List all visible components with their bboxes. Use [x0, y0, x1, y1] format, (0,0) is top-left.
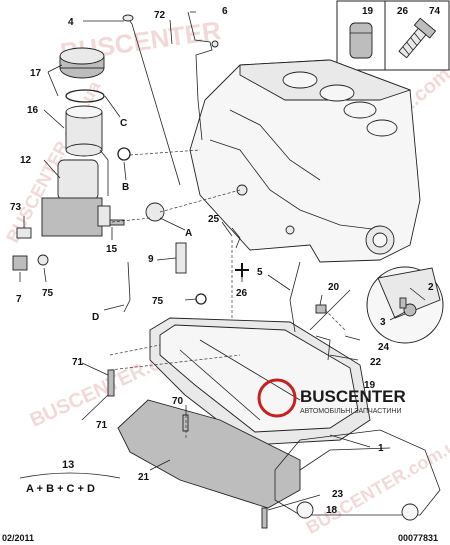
callout-7: 7	[16, 294, 22, 305]
sensor-73	[16, 227, 32, 239]
callout-d: D	[92, 312, 99, 323]
inset-label-26: 26	[397, 6, 409, 17]
engine-block	[189, 59, 421, 263]
hose-d	[123, 261, 131, 313]
callout-71-top: 71	[72, 357, 84, 368]
o-ring-seal	[65, 89, 105, 103]
callout-73: 73	[10, 202, 22, 213]
buscenter-logo: BUSCENTER АВТОМОБІЛЬНІ ЗАПЧАСТИНИ	[257, 378, 406, 418]
callout-labels: 4 72 6 17 C 16 12 B 73 15 A 25 9 5 20 2 …	[10, 6, 434, 516]
breather-pipe-5	[289, 261, 301, 333]
kit-formula: 13 A + B + C + D	[19, 459, 121, 495]
kit-number: 13	[62, 459, 74, 471]
callout-20: 20	[328, 282, 340, 293]
bolt-70	[182, 414, 189, 432]
callout-23: 23	[332, 489, 344, 500]
inset-fasteners-box: 19 26 74	[336, 0, 450, 71]
callout-5: 5	[257, 267, 263, 278]
oil-filter-housing	[41, 149, 111, 237]
plus-marker-icon	[235, 263, 249, 277]
callout-a: A	[185, 228, 192, 239]
callout-b: B	[122, 182, 129, 193]
inset-label-19: 19	[362, 6, 374, 17]
callout-26: 26	[236, 288, 248, 299]
bracket-22	[315, 335, 331, 361]
seal-washer-75	[37, 254, 49, 266]
callout-6: 6	[222, 6, 228, 17]
callout-1: 1	[378, 443, 384, 454]
callout-17: 17	[30, 68, 42, 79]
callout-72: 72	[154, 10, 166, 21]
callout-16: 16	[27, 105, 39, 116]
dipstick	[122, 14, 181, 186]
seal-ring-75	[195, 293, 207, 305]
callout-2: 2	[428, 282, 434, 293]
callout-9: 9	[148, 254, 154, 265]
kit-expression: A + B + C + D	[26, 483, 95, 495]
callout-70: 70	[172, 396, 184, 407]
callout-71-bottom: 71	[96, 420, 108, 431]
leader-lines	[19, 11, 426, 511]
oil-filter-cap	[59, 47, 105, 79]
callout-4: 4	[68, 17, 74, 28]
seal-ring-b	[117, 147, 131, 161]
clip-25	[231, 227, 241, 249]
callout-12: 12	[20, 155, 32, 166]
oil-filter-cartridge	[65, 105, 103, 157]
footer-reference: 00077831	[398, 533, 438, 543]
callout-75-left: 75	[42, 288, 54, 299]
magnified-detail-circle	[309, 266, 444, 344]
callout-19: 19	[364, 380, 376, 391]
callout-3: 3	[380, 317, 386, 328]
callout-18: 18	[326, 505, 338, 516]
callout-25: 25	[208, 214, 220, 225]
oil-level-sensor-9	[175, 242, 187, 274]
bolt-23	[261, 507, 268, 529]
van-silhouette	[274, 429, 441, 521]
footer-date: 02/2011	[2, 533, 34, 543]
dowel-pin-icon	[349, 22, 373, 59]
watermark-bottom-right: BUSCENTER.com.ua	[303, 430, 450, 538]
callout-21: 21	[138, 472, 150, 483]
logo-tagline: АВТОМОБІЛЬНІ ЗАПЧАСТИНИ	[300, 408, 401, 415]
inset-label-74: 74	[429, 6, 441, 17]
logo-brand-text: BUSCENTER	[300, 387, 406, 406]
flange-bolt-icon	[398, 17, 437, 59]
callout-75-center: 75	[152, 296, 164, 307]
callout-c: C	[120, 118, 127, 129]
oil-sump	[149, 317, 371, 446]
dashed-guides	[109, 149, 346, 440]
callout-22: 22	[370, 357, 382, 368]
callout-24: 24	[378, 342, 390, 353]
engine-under-shield	[117, 399, 301, 509]
plug-20	[315, 304, 327, 314]
gasket-a	[145, 202, 165, 222]
dipstick-tube	[187, 11, 219, 141]
bolt-15	[109, 219, 125, 226]
callout-15: 15	[106, 244, 118, 255]
bolt-71	[107, 369, 115, 397]
pressure-switch-7	[12, 255, 28, 271]
